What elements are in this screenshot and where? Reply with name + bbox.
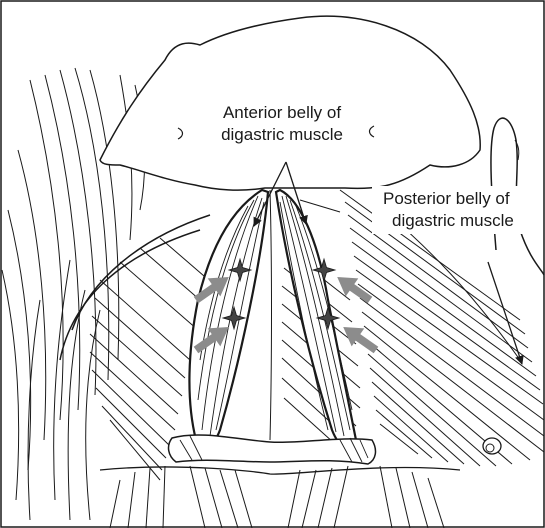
posterior-label-arrow: [488, 262, 522, 364]
strap-muscles: [110, 466, 444, 528]
gray-arrow-icon: [331, 268, 376, 309]
gray-arrow-icon-group-right: [331, 268, 382, 359]
hyoid-tendon: [169, 435, 376, 464]
gray-arrow-icon: [337, 318, 382, 359]
mylohyoid-left-edge-inner: [60, 230, 200, 360]
midline-raphe: [270, 190, 272, 440]
posterior-label-line1: Posterior belly of: [383, 189, 510, 208]
anterior-label-line1: Anterior belly of: [223, 103, 341, 122]
mylohyoid-left-edge-outer: [72, 215, 210, 330]
posterior-label-line2: digastric muscle: [392, 211, 514, 230]
anterior-label-line2: digastric muscle: [221, 125, 343, 144]
